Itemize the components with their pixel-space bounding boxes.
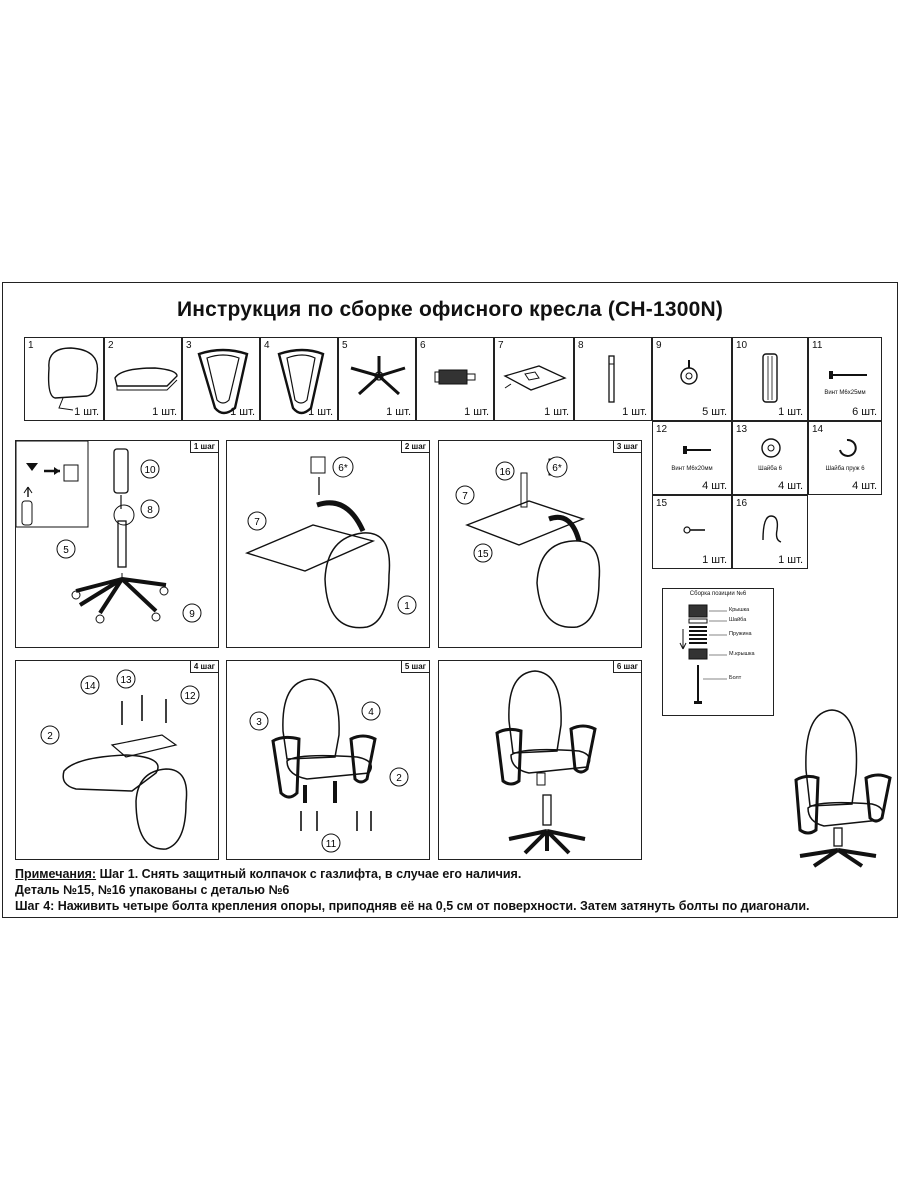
part-10: 10 1 шт.: [732, 337, 808, 421]
part-14: 14 Шайба пруж 6 4 шт.: [808, 421, 882, 495]
part-quantity: 1 шт.: [308, 406, 333, 418]
part-7: 7 1 шт.: [494, 337, 574, 421]
part-5: 5 1 шт.: [338, 337, 416, 421]
part-quantity: 1 шт.: [152, 406, 177, 418]
callout: 5: [63, 545, 69, 556]
assembled-chair-drawing: [784, 700, 894, 870]
notes-line-2: Деталь №15, №16 упакованы с деталью №6: [15, 882, 810, 898]
callout: 3: [256, 717, 262, 728]
hardware-label: Пружина: [729, 631, 752, 637]
part-13: 13 Шайба 6 4 шт.: [732, 421, 808, 495]
part-quantity: 1 шт.: [386, 406, 411, 418]
part-4: 4 1 шт.: [260, 337, 338, 421]
callout: 8: [147, 505, 153, 516]
part-1: 1 1 шт.: [24, 337, 104, 421]
step-4-panel: 4 шаг 14 13 12 2: [15, 660, 219, 860]
step-1-panel: 1 шаг 10 8 5 9: [15, 440, 219, 648]
part-quantity: 1 шт.: [464, 406, 489, 418]
notes-label: Примечания:: [15, 867, 96, 881]
part-caption: Шайба пруж 6: [809, 466, 881, 472]
step-5-drawing: 3 4 2 11: [227, 661, 431, 861]
hardware-title: Сборка позиции №6: [663, 591, 773, 597]
part-quantity: 4 шт.: [778, 480, 803, 492]
part-quantity: 1 шт.: [544, 406, 569, 418]
step-4-drawing: 14 13 12 2: [16, 661, 220, 861]
hardware-stack-drawing: [663, 589, 775, 717]
part-16: 16 1 шт.: [732, 495, 808, 569]
step-6-panel: 6 шаг: [438, 660, 642, 860]
callout: 10: [144, 465, 156, 476]
callout: 2: [47, 731, 53, 742]
part-quantity: 1 шт.: [74, 406, 99, 418]
callout: 2: [396, 773, 402, 784]
part-quantity: 1 шт.: [230, 406, 255, 418]
part-quantity: 1 шт.: [702, 554, 727, 566]
part-caption: Винт M6x25мм: [809, 390, 881, 396]
callout: 4: [368, 707, 374, 718]
part-quantity: 1 шт.: [778, 406, 803, 418]
callout: 13: [120, 675, 132, 686]
notes-line-3: Шаг 4: Наживить четыре болта крепления о…: [15, 898, 810, 914]
hardware-label: Шайба: [729, 617, 746, 623]
cap-icon: [26, 463, 38, 471]
part-15: 15 1 шт.: [652, 495, 732, 569]
part-2: 2 1 шт.: [104, 337, 182, 421]
callout: 7: [462, 491, 468, 502]
notes-section: Примечания: Шаг 1. Снять защитный колпач…: [15, 866, 810, 914]
step-2-drawing: 6* 7 1: [227, 441, 431, 649]
step-6-drawing: [439, 661, 643, 861]
part-12: 12 Винт M6x20мм 4 шт.: [652, 421, 732, 495]
callout: 12: [184, 691, 196, 702]
part-caption: Винт M6x20мм: [653, 466, 731, 472]
hardware-label: Болт: [729, 675, 741, 681]
part-11: 11 Винт M6x25мм 6 шт.: [808, 337, 882, 421]
step-5-panel: 5 шаг 3 4 2 11: [226, 660, 430, 860]
part-quantity: 5 шт.: [702, 406, 727, 418]
callout: 7: [254, 517, 260, 528]
page-title: Инструкция по сборке офисного кресла (CH…: [0, 298, 900, 322]
callout: 6*: [338, 463, 348, 474]
part-8: 8 1 шт.: [574, 337, 652, 421]
part-9: 9 5 шт.: [652, 337, 732, 421]
hardware-label: М.крышка: [729, 651, 755, 657]
notes-text: Шаг 1. Снять защитный колпачок с газлифт…: [96, 867, 521, 881]
callout: 1: [404, 601, 410, 612]
hardware-label: Крышка: [729, 607, 749, 613]
trash-icon: [64, 465, 78, 481]
step-3-drawing: 16 6* 7 15: [439, 441, 643, 649]
part-quantity: 4 шт.: [702, 480, 727, 492]
step-2-panel: 2 шаг 6* 7 1: [226, 440, 430, 648]
part-quantity: 4 шт.: [852, 480, 877, 492]
callout: 6*: [552, 463, 562, 474]
callout: 9: [189, 609, 195, 620]
callout: 15: [477, 549, 489, 560]
part-quantity: 1 шт.: [622, 406, 647, 418]
hardware-inset: Сборка позиции №6 Крышка Шайба Пружина М…: [662, 588, 774, 716]
part-6: 6 1 шт.: [416, 337, 494, 421]
callout: 16: [499, 467, 511, 478]
part-3: 3 1 шт.: [182, 337, 260, 421]
callout: 14: [84, 681, 96, 692]
step-1-drawing: 10 8 5 9: [16, 441, 220, 649]
notes-line-1: Примечания: Шаг 1. Снять защитный колпач…: [15, 866, 810, 882]
step-3-panel: 3 шаг 16 6* 7 15: [438, 440, 642, 648]
part-quantity: 6 шт.: [852, 406, 877, 418]
part-caption: Шайба 6: [733, 466, 807, 472]
part-quantity: 1 шт.: [778, 554, 803, 566]
callout: 11: [326, 839, 337, 850]
